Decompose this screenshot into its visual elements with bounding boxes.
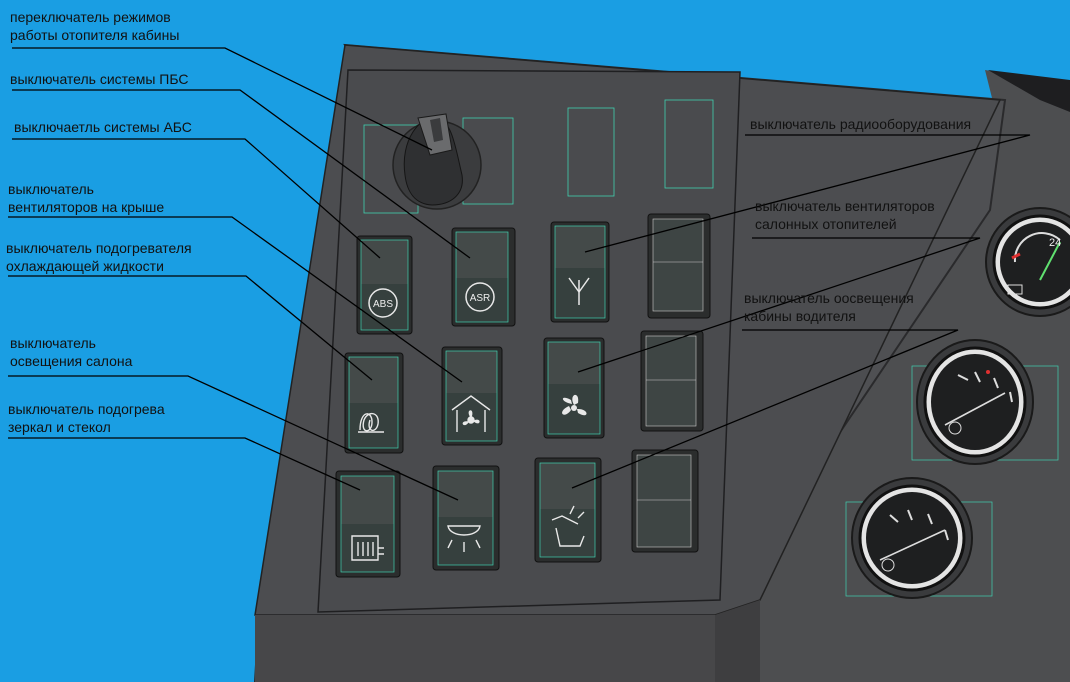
driver-seat-lamp-icon xyxy=(551,505,585,547)
dashboard-top-ridge xyxy=(988,70,1070,112)
heated-glass-icon xyxy=(351,535,384,561)
label-pbs-line1: выключатель системы ПБС xyxy=(10,71,189,87)
tachometer-reading: 24 xyxy=(1049,237,1061,249)
switch-mirror-heat[interactable] xyxy=(335,470,401,578)
label-mirror-heat-switch: выключатель подогрева зеркал и стекол xyxy=(8,400,165,436)
heater-coil-icon xyxy=(358,413,384,433)
label-roof-fans-line1: выключатель xyxy=(8,181,94,197)
tachometer-gauge-icon: 24 xyxy=(985,207,1070,317)
switch-cabin-driver-light[interactable] xyxy=(534,457,602,563)
label-heater-mode-line1: переключатель режимов xyxy=(10,9,171,25)
label-radio-switch: выключатель радиооборудования xyxy=(750,115,971,133)
panel-lower-lip xyxy=(255,615,715,682)
label-abs-switch: выключаетль системы АБС xyxy=(14,118,192,136)
abs-icon-text: ABS xyxy=(373,299,393,310)
label-mirror-heat-line1: выключатель подогрева xyxy=(8,401,165,417)
label-heater-mode-switch: переключатель режимов работы отопителя к… xyxy=(10,8,179,44)
asr-icon: ASR xyxy=(465,282,495,312)
label-pbs-switch: выключатель системы ПБС xyxy=(10,70,189,88)
label-mirror-heat-line2: зеркал и стекол xyxy=(8,419,111,435)
label-salon-light-switch: выключатель освещения салона xyxy=(10,334,132,370)
label-salon-light-line1: выключатель xyxy=(10,335,96,351)
label-roof-fans-switch: выключатель вентиляторов на крыше xyxy=(8,180,164,216)
switch-blank-3[interactable] xyxy=(631,449,699,553)
switch-salon-fans[interactable] xyxy=(543,337,605,439)
cabin-lamp-icon xyxy=(447,525,481,552)
switch-asr[interactable] xyxy=(451,227,516,327)
switch-blank-2[interactable] xyxy=(640,330,704,432)
label-cabin-light-switch: выключатель оосвещения кабины водителя xyxy=(744,289,914,325)
label-cabin-light-line2: кабины водителя xyxy=(744,308,856,324)
panel-lower-lip-right xyxy=(715,600,760,682)
label-radio-line1: выключатель радиооборудования xyxy=(750,116,972,132)
leader-lines xyxy=(8,47,1031,501)
switch-blank-1[interactable] xyxy=(647,213,711,319)
label-coolant-heater-switch: выключатель подогревателя охлаждающей жи… xyxy=(6,239,192,275)
temperature-gauge-icon xyxy=(911,339,1059,465)
switch-radio[interactable] xyxy=(550,221,610,323)
pressure-gauge-icon xyxy=(845,477,993,599)
antenna-icon xyxy=(568,277,590,305)
label-cabin-light-line1: выключатель оосвещения xyxy=(744,290,914,306)
house-fan-icon xyxy=(451,395,491,432)
abs-icon: ABS xyxy=(368,288,398,318)
heater-mode-rotary-knob[interactable] xyxy=(392,113,482,210)
label-coolant-heater-line2: охлаждающей жидкости xyxy=(6,258,164,274)
label-salon-fans-line1: выключатель вентиляторов xyxy=(755,198,935,214)
label-coolant-heater-line1: выключатель подогревателя xyxy=(6,240,192,256)
fan-icon xyxy=(562,394,587,416)
switch-salon-light[interactable] xyxy=(344,352,404,454)
asr-icon-text: ASR xyxy=(470,293,491,304)
switch-cabin-lamp[interactable] xyxy=(432,465,500,571)
label-roof-fans-line2: вентиляторов на крыше xyxy=(8,199,165,215)
label-heater-mode-line2: работы отопителя кабины xyxy=(10,27,180,43)
label-salon-fans-line2: салонных отопителей xyxy=(755,216,897,232)
switch-abs[interactable] xyxy=(356,235,413,335)
label-abs-line1: выключаетль системы АБС xyxy=(14,119,192,135)
label-salon-fans-switch: выключатель вентиляторов салонных отопит… xyxy=(755,197,935,233)
label-salon-light-line2: освещения салона xyxy=(10,353,133,369)
